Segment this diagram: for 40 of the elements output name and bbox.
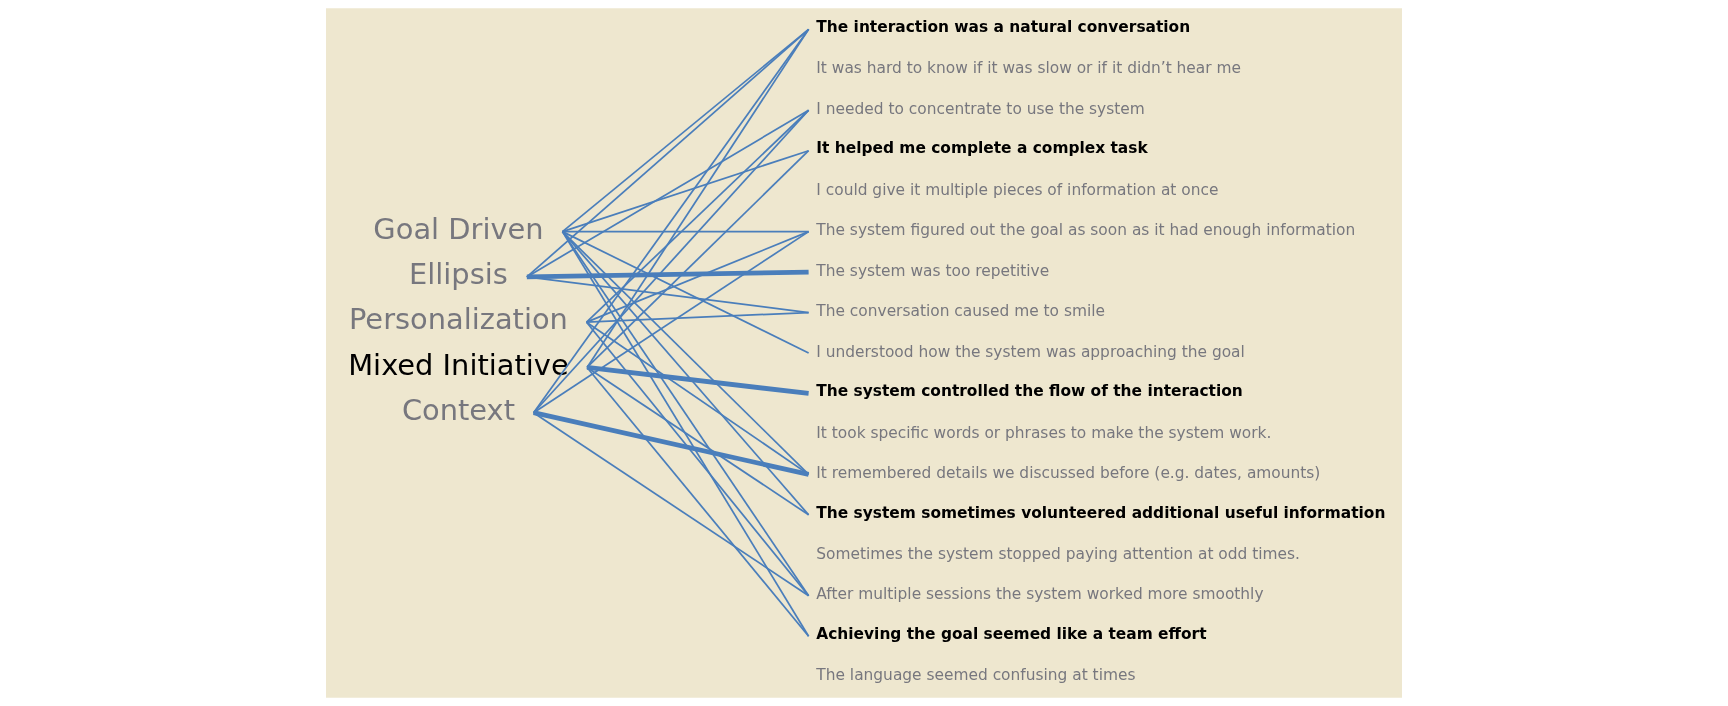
node-text: Ellipsis — [409, 257, 508, 292]
node-text: The system was too repetitive — [816, 261, 1050, 280]
connector — [585, 311, 810, 324]
node-text: Mixed Initiative — [348, 347, 569, 382]
node-text: Achieving the goal seemed like a team effort — [816, 624, 1207, 643]
node-text: The system figured out the goal as soon as it had enough information — [816, 221, 1356, 240]
connector — [532, 28, 810, 414]
connector — [586, 365, 809, 396]
node-text: The system controlled the flow of the interaction — [816, 382, 1243, 401]
connector — [526, 276, 810, 314]
node-text: The interaction was a natural conversation — [816, 18, 1191, 37]
node-text: Context — [401, 392, 516, 427]
node-text: I needed to concentrate to use the system — [816, 99, 1145, 118]
node-text: I understood how the system was approaching the goal — [816, 342, 1245, 361]
node-text: Goal Driven — [373, 211, 544, 246]
connector — [532, 411, 810, 597]
node-text: It was hard to know if it was slow or if it didn’t hear me — [816, 59, 1242, 78]
connector — [561, 230, 810, 354]
connector — [532, 230, 810, 414]
connector — [526, 28, 810, 278]
node-text: It helped me complete a complex task — [816, 139, 1148, 158]
node-text: It took specific words or phrases to make the system work. — [816, 423, 1272, 442]
connector — [585, 321, 810, 597]
connector — [585, 230, 810, 324]
connector — [526, 269, 809, 280]
node-text: It remembered details we discussed before (e.g. dates, amounts) — [816, 464, 1321, 483]
connector — [586, 366, 810, 516]
connector — [533, 410, 810, 477]
node-text: I could give it multiple pieces of information at once — [816, 180, 1219, 199]
node-text: The language seemed confusing at times — [816, 666, 1136, 685]
connector — [526, 109, 810, 278]
connector — [586, 366, 810, 638]
connector — [561, 230, 810, 233]
connector — [532, 109, 810, 414]
node-text: The conversation caused me to smile — [816, 302, 1106, 321]
node-text: Sometimes the system stopped paying attention at odd times. — [816, 544, 1300, 563]
node-text: Personalization — [348, 302, 568, 337]
connector — [561, 149, 810, 233]
node-text: The system sometimes volunteered additional useful information — [816, 503, 1386, 522]
node-text: After multiple sessions the system worked more smoothly — [816, 585, 1264, 604]
